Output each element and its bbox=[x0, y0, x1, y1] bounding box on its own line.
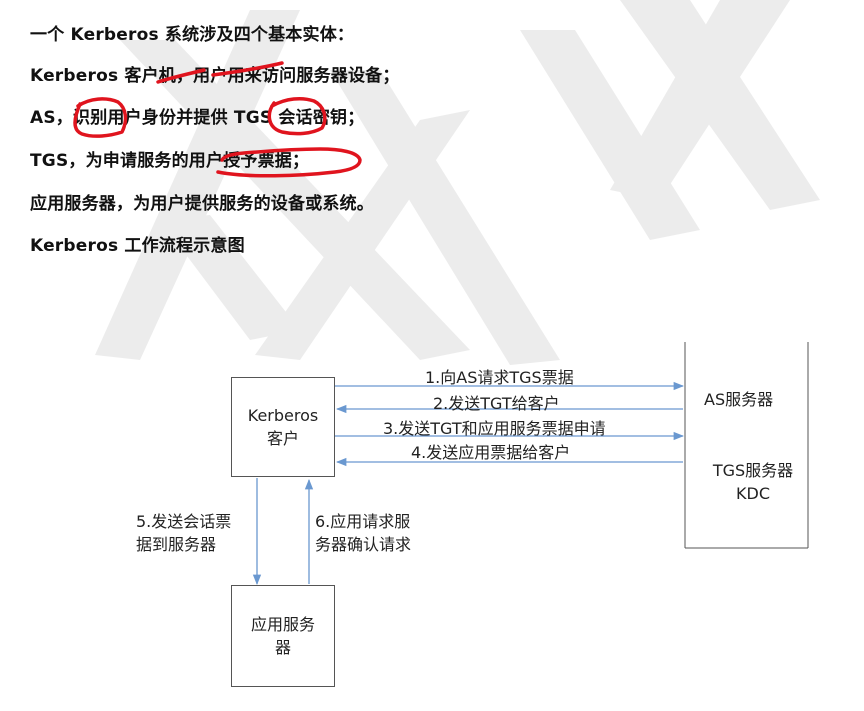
edge-label-1: 1.向AS请求TGS票据 bbox=[425, 368, 574, 387]
text-line-app-server: 应用服务器，为用户提供服务的设备或系统。 bbox=[30, 194, 374, 214]
edge-label-6: 6.应用请求服 务器确认请求 bbox=[315, 512, 412, 554]
text-line-diagram-title: Kerberos 工作流程示意图 bbox=[30, 236, 245, 256]
app-server-node: 应用服务 器 bbox=[231, 585, 335, 687]
edge-label-5: 5.发送会话票 据到服务器 bbox=[136, 512, 232, 554]
edge-label-2: 2.发送TGT给客户 bbox=[433, 394, 560, 413]
kerberos-client-label: Kerberos 客户 bbox=[247, 406, 319, 448]
text-line-client: Kerberos 客户机，用户用来访问服务器设备； bbox=[30, 66, 400, 86]
edge-label-3: 3.发送TGT和应用服务票据申请 bbox=[383, 419, 606, 438]
text-line-as: AS，识别用户身份并提供 TGS 会话密钥； bbox=[30, 108, 365, 128]
tgs-kdc-label: TGS服务器 KDC bbox=[712, 461, 794, 503]
text-line-entities: 一个 Kerberos 系统涉及四个基本实体： bbox=[30, 25, 355, 45]
text-line-tgs: TGS，为申请服务的用户授予票据； bbox=[30, 151, 310, 171]
kerberos-client-node: Kerberos 客户 bbox=[231, 377, 335, 477]
as-server-label: AS服务器 bbox=[704, 390, 774, 409]
edge-label-4: 4.发送应用票据给客户 bbox=[411, 443, 571, 462]
app-server-label: 应用服务 器 bbox=[250, 615, 315, 657]
